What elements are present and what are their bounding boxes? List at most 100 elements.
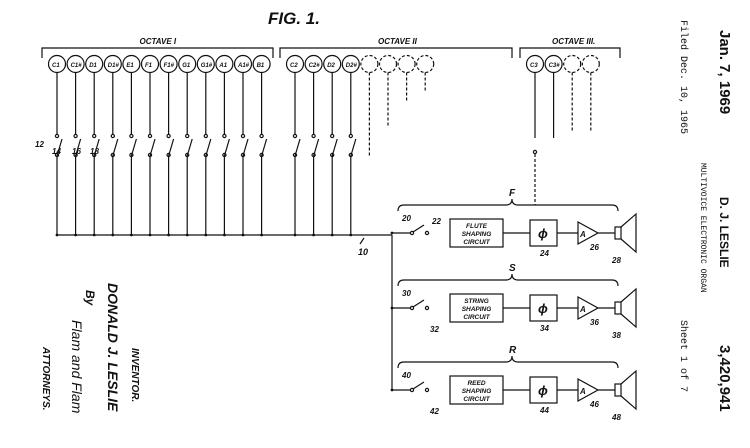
- switch-contact: [129, 133, 134, 139]
- patent-header: Jan. 7, 1969 Filed Dec. 10, 1965 D. J. L…: [677, 20, 733, 412]
- phase-ref: 34: [540, 324, 549, 333]
- switch-ref: 18: [90, 147, 99, 156]
- shaping-circuit-label: FLUTE: [466, 223, 488, 230]
- switch-ref: 40: [401, 371, 411, 380]
- shaping-circuit-label: CIRCUIT: [463, 396, 490, 403]
- octave-bracket: [519, 47, 621, 58]
- switch-contact: [409, 387, 415, 393]
- voice-switch: [412, 381, 425, 390]
- octave-label: OCTAVE III.: [552, 37, 595, 46]
- tone-generator-placeholder: [563, 54, 582, 74]
- note-label: G1: [182, 63, 191, 69]
- note-label: C3: [530, 63, 538, 69]
- attorneys-signature: Flam and Flam: [69, 320, 85, 414]
- patent-date: Jan. 7, 1969: [716, 30, 733, 114]
- switch-contact: [110, 133, 116, 139]
- figure-title: FIG. 1.: [268, 9, 320, 28]
- note-label: F1#: [164, 63, 175, 69]
- switch-contact: [54, 133, 60, 139]
- switch-contact: [166, 152, 171, 158]
- signature-block: INVENTOR. DONALD J. LESLIE By Flam and F…: [40, 283, 140, 414]
- phase-ref: 44: [539, 406, 549, 415]
- inventor-role: INVENTOR.: [129, 348, 140, 402]
- switch-contact: [222, 152, 227, 158]
- switch-ref: 30: [402, 289, 411, 298]
- switch-contact: [424, 230, 430, 236]
- note-label: C2: [290, 63, 298, 69]
- switch-contact: [184, 152, 190, 158]
- switch-contact: [166, 133, 171, 139]
- speaker-icon: [620, 369, 637, 411]
- switch-contact: [129, 152, 134, 158]
- switch-contact: [348, 152, 353, 158]
- shaping-circuit-label: REED: [467, 380, 485, 387]
- shaping-circuit-label: SHAPING: [462, 388, 492, 395]
- note-label: C1#: [71, 63, 83, 69]
- bus-ref: 10: [358, 247, 368, 257]
- switch-contact: [147, 133, 153, 139]
- tone-generator-placeholder: [360, 54, 379, 74]
- circuit-ref: 42: [429, 407, 439, 416]
- switch-contact: [424, 387, 430, 393]
- tone-generator-placeholder: [397, 54, 416, 74]
- note-label: G1#: [201, 63, 213, 69]
- speaker-icon: [620, 287, 637, 329]
- octave-label: OCTAVE I: [140, 37, 177, 46]
- switch-contact: [330, 152, 335, 158]
- note-label: A1#: [237, 63, 250, 69]
- channel-label: S: [509, 263, 516, 274]
- circuit-ref: 32: [430, 325, 439, 334]
- switch-contact: [409, 305, 415, 311]
- tone-generator-placeholder: [581, 54, 600, 74]
- speaker-icon: [614, 301, 622, 315]
- amp-symbol: A: [579, 387, 586, 396]
- patent-title: MULTIVOICE ELECTRONIC ORGAN: [698, 163, 707, 293]
- note-label: F1: [145, 63, 153, 69]
- speaker-icon: [620, 212, 637, 254]
- amp-ref: 26: [589, 243, 599, 252]
- inventor-full-name: DONALD J. LESLIE: [105, 283, 121, 412]
- note-label: C3#: [549, 63, 561, 69]
- speaker-icon: [614, 383, 622, 397]
- switch-contact: [348, 133, 353, 139]
- switch-contact: [91, 152, 97, 158]
- voice-channels: F20FLUTESHAPINGCIRCUIT22ϕ24A2628S30STRIN…: [390, 188, 637, 422]
- tone-generator-placeholder: [378, 54, 398, 74]
- amp-symbol: A: [579, 305, 586, 314]
- switch-contact: [532, 149, 538, 155]
- tone-generator-placeholder: [416, 54, 435, 74]
- note-label: D1: [89, 63, 97, 69]
- note-label: E1: [126, 63, 134, 69]
- phase-symbol: ϕ: [538, 226, 548, 241]
- channel-label: R: [509, 345, 517, 356]
- attorneys-label: ATTORNEYS.: [40, 346, 51, 411]
- note-label: C2#: [309, 63, 321, 69]
- speaker-ref: 48: [611, 413, 621, 422]
- phase-symbol: ϕ: [538, 383, 548, 398]
- patent-number: 3,420,941: [716, 345, 733, 412]
- switch-contact: [259, 133, 264, 139]
- octave-bracket: [279, 47, 513, 58]
- switch-contact: [184, 133, 190, 139]
- voice-switch: [412, 299, 425, 308]
- switch-contact: [73, 152, 78, 158]
- shaping-circuit-label: SHAPING: [462, 231, 492, 238]
- phase-ref: 24: [539, 249, 549, 258]
- switch-contact: [292, 152, 298, 158]
- switch-contact: [292, 133, 298, 139]
- switch-ref: 12: [35, 140, 44, 149]
- octave-bracket: [41, 47, 274, 58]
- circuit-ref: 22: [431, 217, 441, 226]
- note-label: A1: [218, 63, 227, 69]
- switch-contact: [110, 152, 116, 158]
- amp-ref: 36: [590, 318, 599, 327]
- shaping-circuit-label: SHAPING: [462, 306, 492, 313]
- amplifier-triangle: [577, 377, 600, 403]
- sheet-number: Sheet 1 of 7: [677, 320, 689, 392]
- amp-ref: 46: [589, 400, 599, 409]
- by-label: By: [83, 290, 97, 307]
- switch-contact: [203, 152, 208, 158]
- speaker-icon: [614, 226, 622, 240]
